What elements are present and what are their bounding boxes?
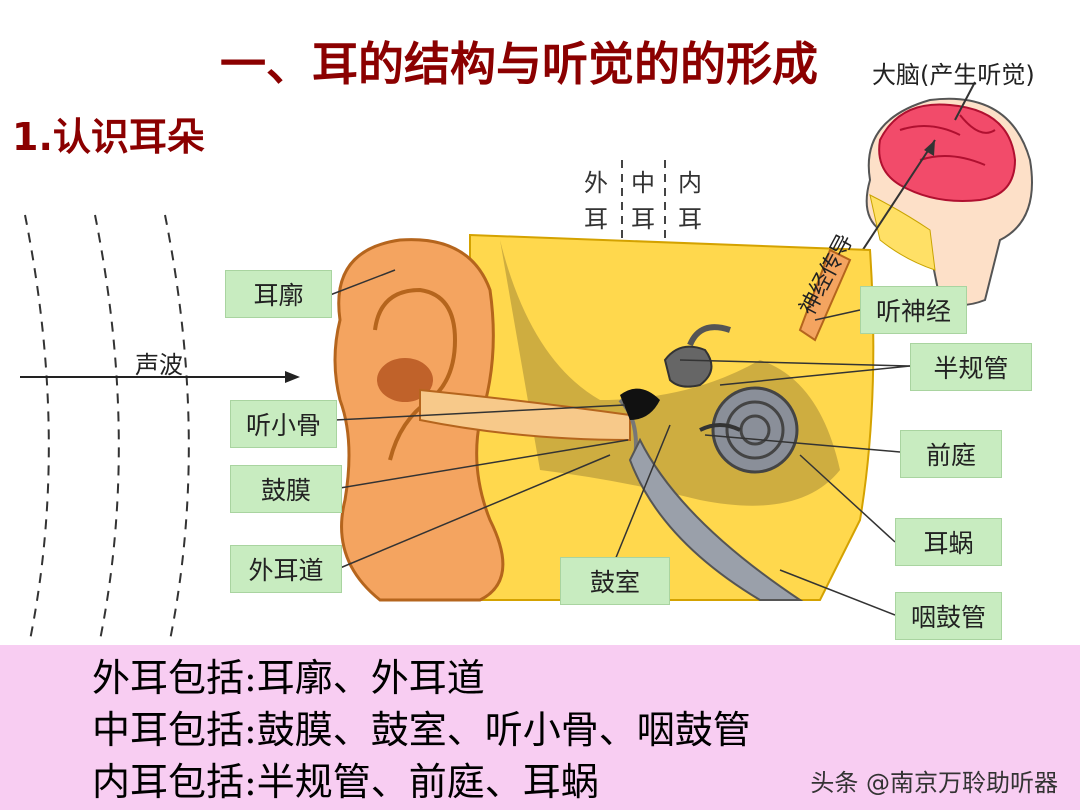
label-eardrum: 鼓膜 [230,465,342,513]
brain-folds [899,114,996,166]
region-middle-char: 中 [631,169,655,197]
ear-canal-shape [419,388,631,442]
ossicle-shape [620,388,660,420]
sound-wave-label: 声波 [135,351,183,379]
leader-semicircular-2 [719,365,911,386]
leader-eardrum [339,439,629,489]
sound-wave-arc [94,214,120,641]
cochlea-mid [725,400,785,460]
label-vestibule: 前庭 [900,430,1002,478]
leader-ossicles [334,404,626,421]
semicircular-loop [687,324,731,347]
section-subtitle: 1.认识耳朵 [12,115,205,159]
label-pinna: 耳廓 [225,270,332,318]
auditory-nerve-shape [798,248,852,342]
leader-pinna [329,269,396,296]
skull-bone [469,233,875,601]
leader-lines [329,269,911,616]
region-inner-char: 耳 [678,205,702,233]
leader-tympanic-cavity [614,424,671,561]
cochlea-outer [711,386,799,474]
cochlea-inner [739,414,771,446]
region-inner-label: 内 耳 [677,165,703,237]
eustachian-tube-shape [628,437,804,601]
vestibule-shape [699,423,741,432]
label-tympanic-cavity: 鼓室 [560,557,670,605]
summary-outer-ear: 外耳包括:耳廓、外耳道 [92,656,485,700]
sound-arrow-head [285,371,300,383]
region-middle-char: 耳 [631,205,655,233]
leader-eustachian [779,569,896,616]
nerve-arrow-head [924,140,935,156]
summary-inner-ear: 内耳包括:半规管、前庭、耳蜗 [92,760,599,804]
summary-middle-ear: 中耳包括:鼓膜、鼓室、听小骨、咽鼓管 [92,708,751,752]
label-ossicles: 听小骨 [230,400,337,448]
head-illustration [865,97,1033,306]
label-ear-canal: 外耳道 [230,545,342,593]
label-cochlea: 耳蜗 [895,518,1002,566]
pinna-helix [373,287,458,461]
ear-diagram [20,81,1033,641]
leader-auditory-nerve [814,309,861,321]
ear-anatomy [333,233,875,602]
brain-label: 大脑(产生听觉) [872,61,1035,89]
sound-waves [24,214,190,641]
region-outer-char: 耳 [584,205,608,233]
leader-vestibule [704,434,901,453]
watermark: 头条 @南京万聆助听器 [810,769,1058,797]
label-semicircular-canals: 半规管 [910,343,1032,391]
brain-pointer [954,81,976,121]
leader-semicircular-1 [679,359,911,367]
leader-ear-canal [339,454,611,569]
region-middle-label: 中 耳 [630,165,656,237]
brain-shape [878,103,1017,202]
sound-wave-arc [24,214,50,641]
region-outer-label: 外 耳 [583,165,609,237]
region-inner-char: 内 [678,169,702,197]
region-outer-char: 外 [584,169,608,197]
page-title: 一、耳的结构与听觉的的形成 [220,37,818,91]
label-eustachian-tube: 咽鼓管 [895,592,1002,640]
leader-cochlea [799,454,896,543]
semicircular-shape [663,345,713,388]
label-auditory-nerve: 听神经 [860,286,967,334]
summary-panel: 外耳包括:耳廓、外耳道 中耳包括:鼓膜、鼓室、听小骨、咽鼓管 内耳包括:半规管、… [0,645,1080,810]
sound-wave-arc [164,214,190,641]
